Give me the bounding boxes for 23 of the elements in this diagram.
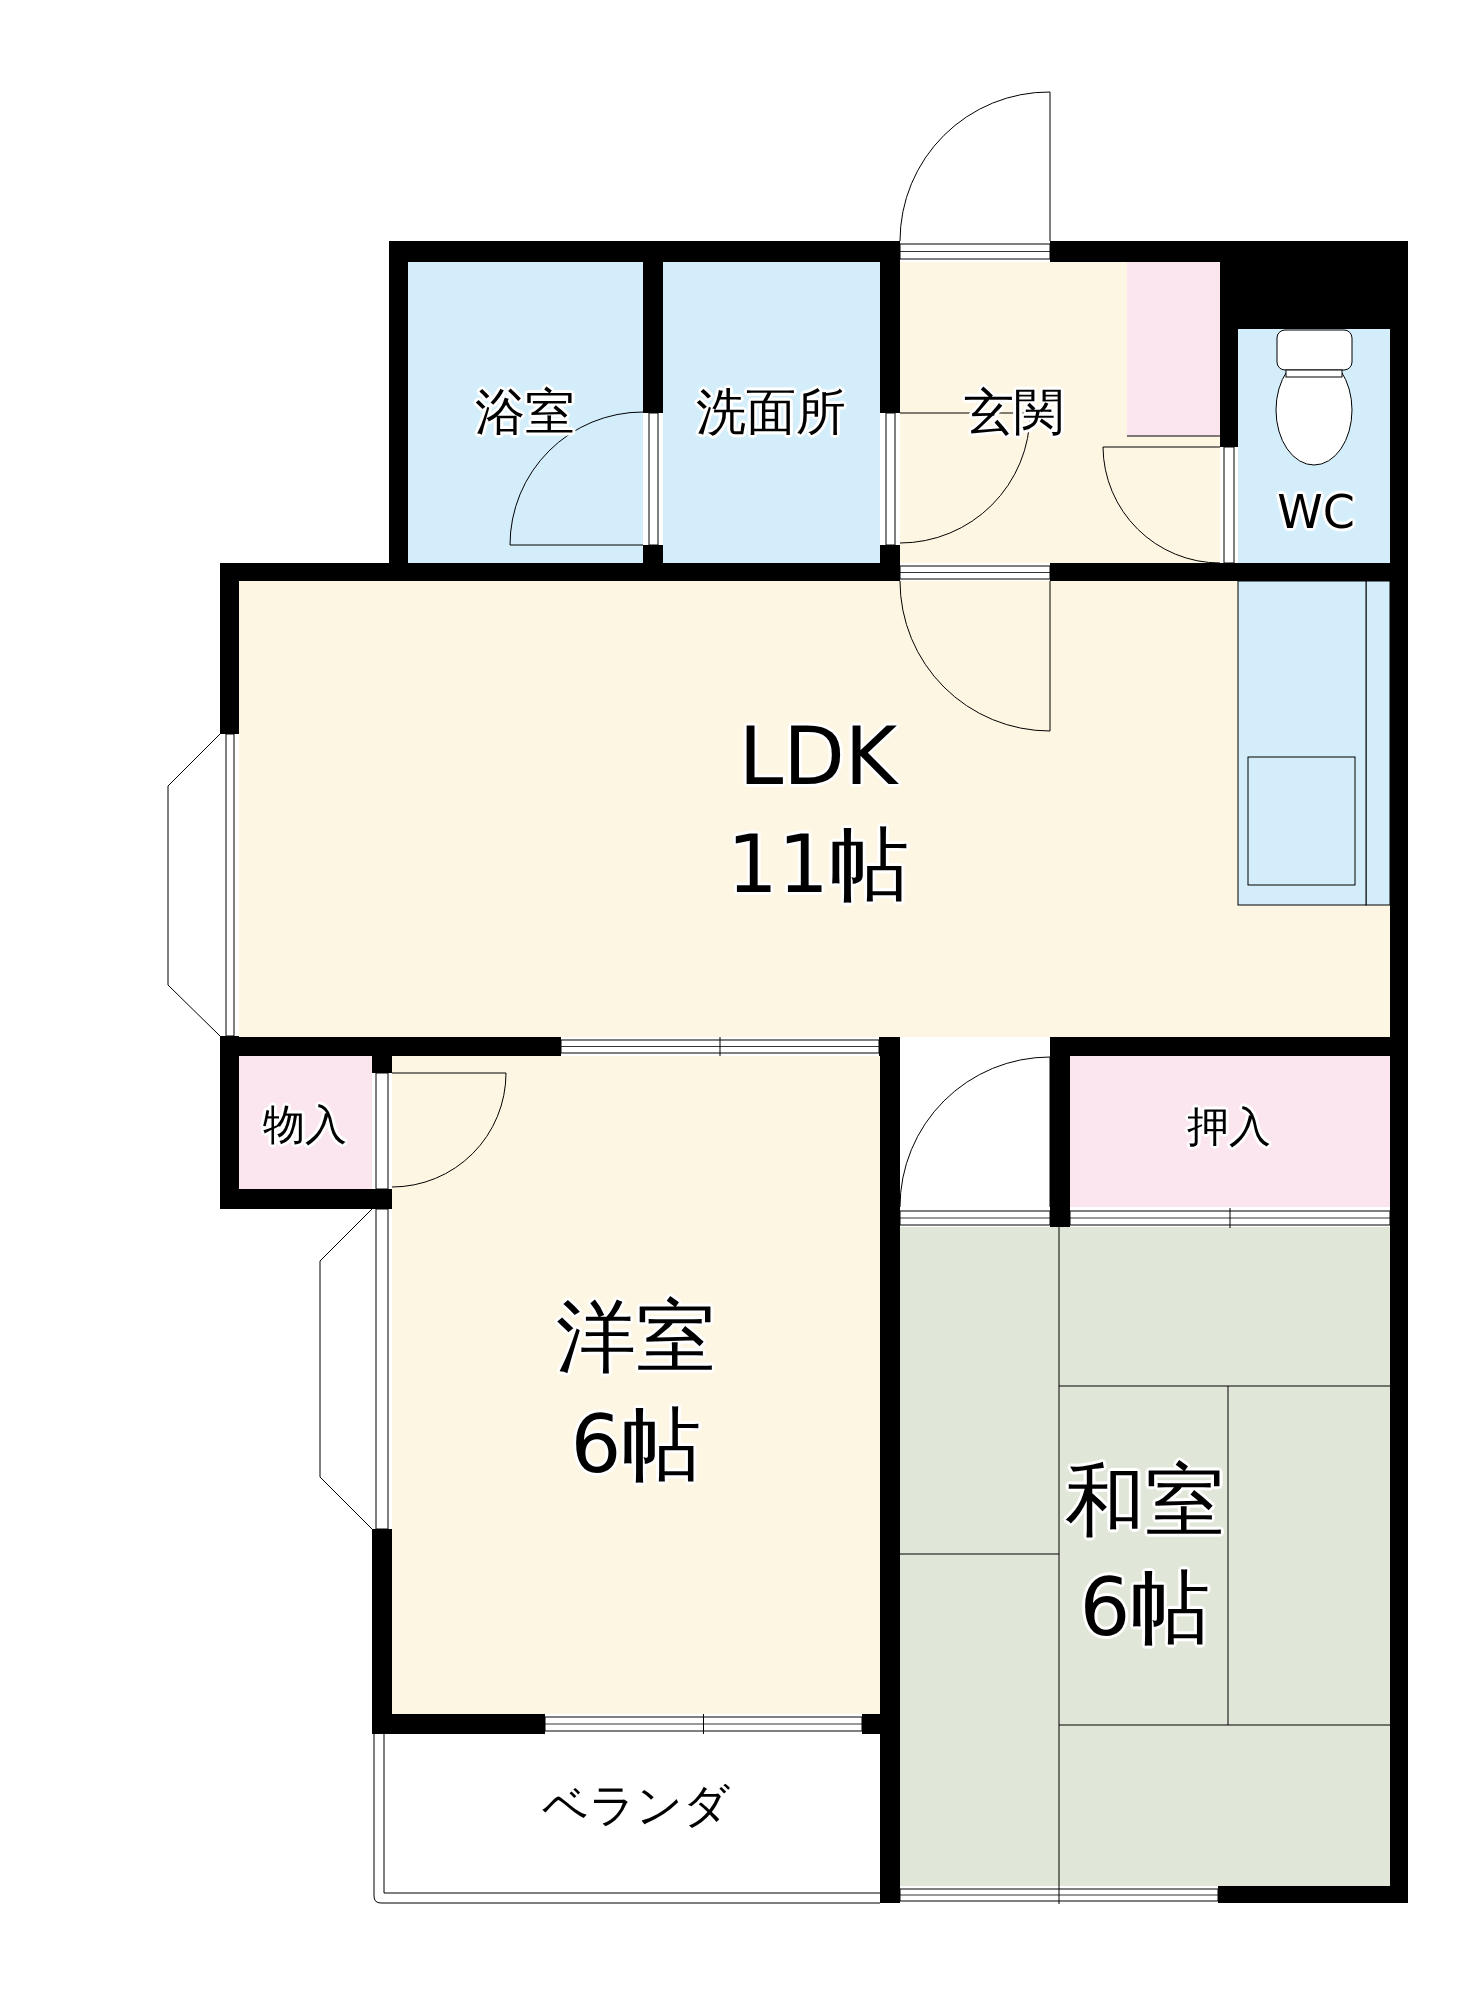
closet (1070, 1056, 1390, 1207)
room-label: 押入 (1187, 1106, 1271, 1148)
bathroom (408, 262, 643, 563)
room-size-label: 6帖 (1079, 1568, 1211, 1648)
room-label: WC (1277, 489, 1355, 535)
room-label: 洗面所 (696, 387, 846, 437)
toilet-room (1238, 329, 1390, 563)
room-size-label: 11帖 (727, 825, 909, 905)
entrance-area (900, 262, 1220, 563)
room-label: 和室 (1065, 1461, 1225, 1541)
room-label: 浴室 (475, 387, 575, 437)
room-label: 玄関 (964, 387, 1064, 437)
room-label: LDK (738, 717, 898, 797)
room-label: 物入 (263, 1104, 347, 1146)
washroom (663, 262, 880, 563)
cabinet-box (1127, 262, 1220, 436)
room-size-label: 6帖 (570, 1405, 702, 1485)
western-room (392, 1056, 880, 1714)
room-label: ベランダ (542, 1782, 730, 1828)
room-label: 洋室 (556, 1297, 716, 1377)
living-dining-kitchen (239, 581, 1390, 1037)
tatami-room (900, 1227, 1390, 1886)
storage-closet (239, 1056, 372, 1189)
